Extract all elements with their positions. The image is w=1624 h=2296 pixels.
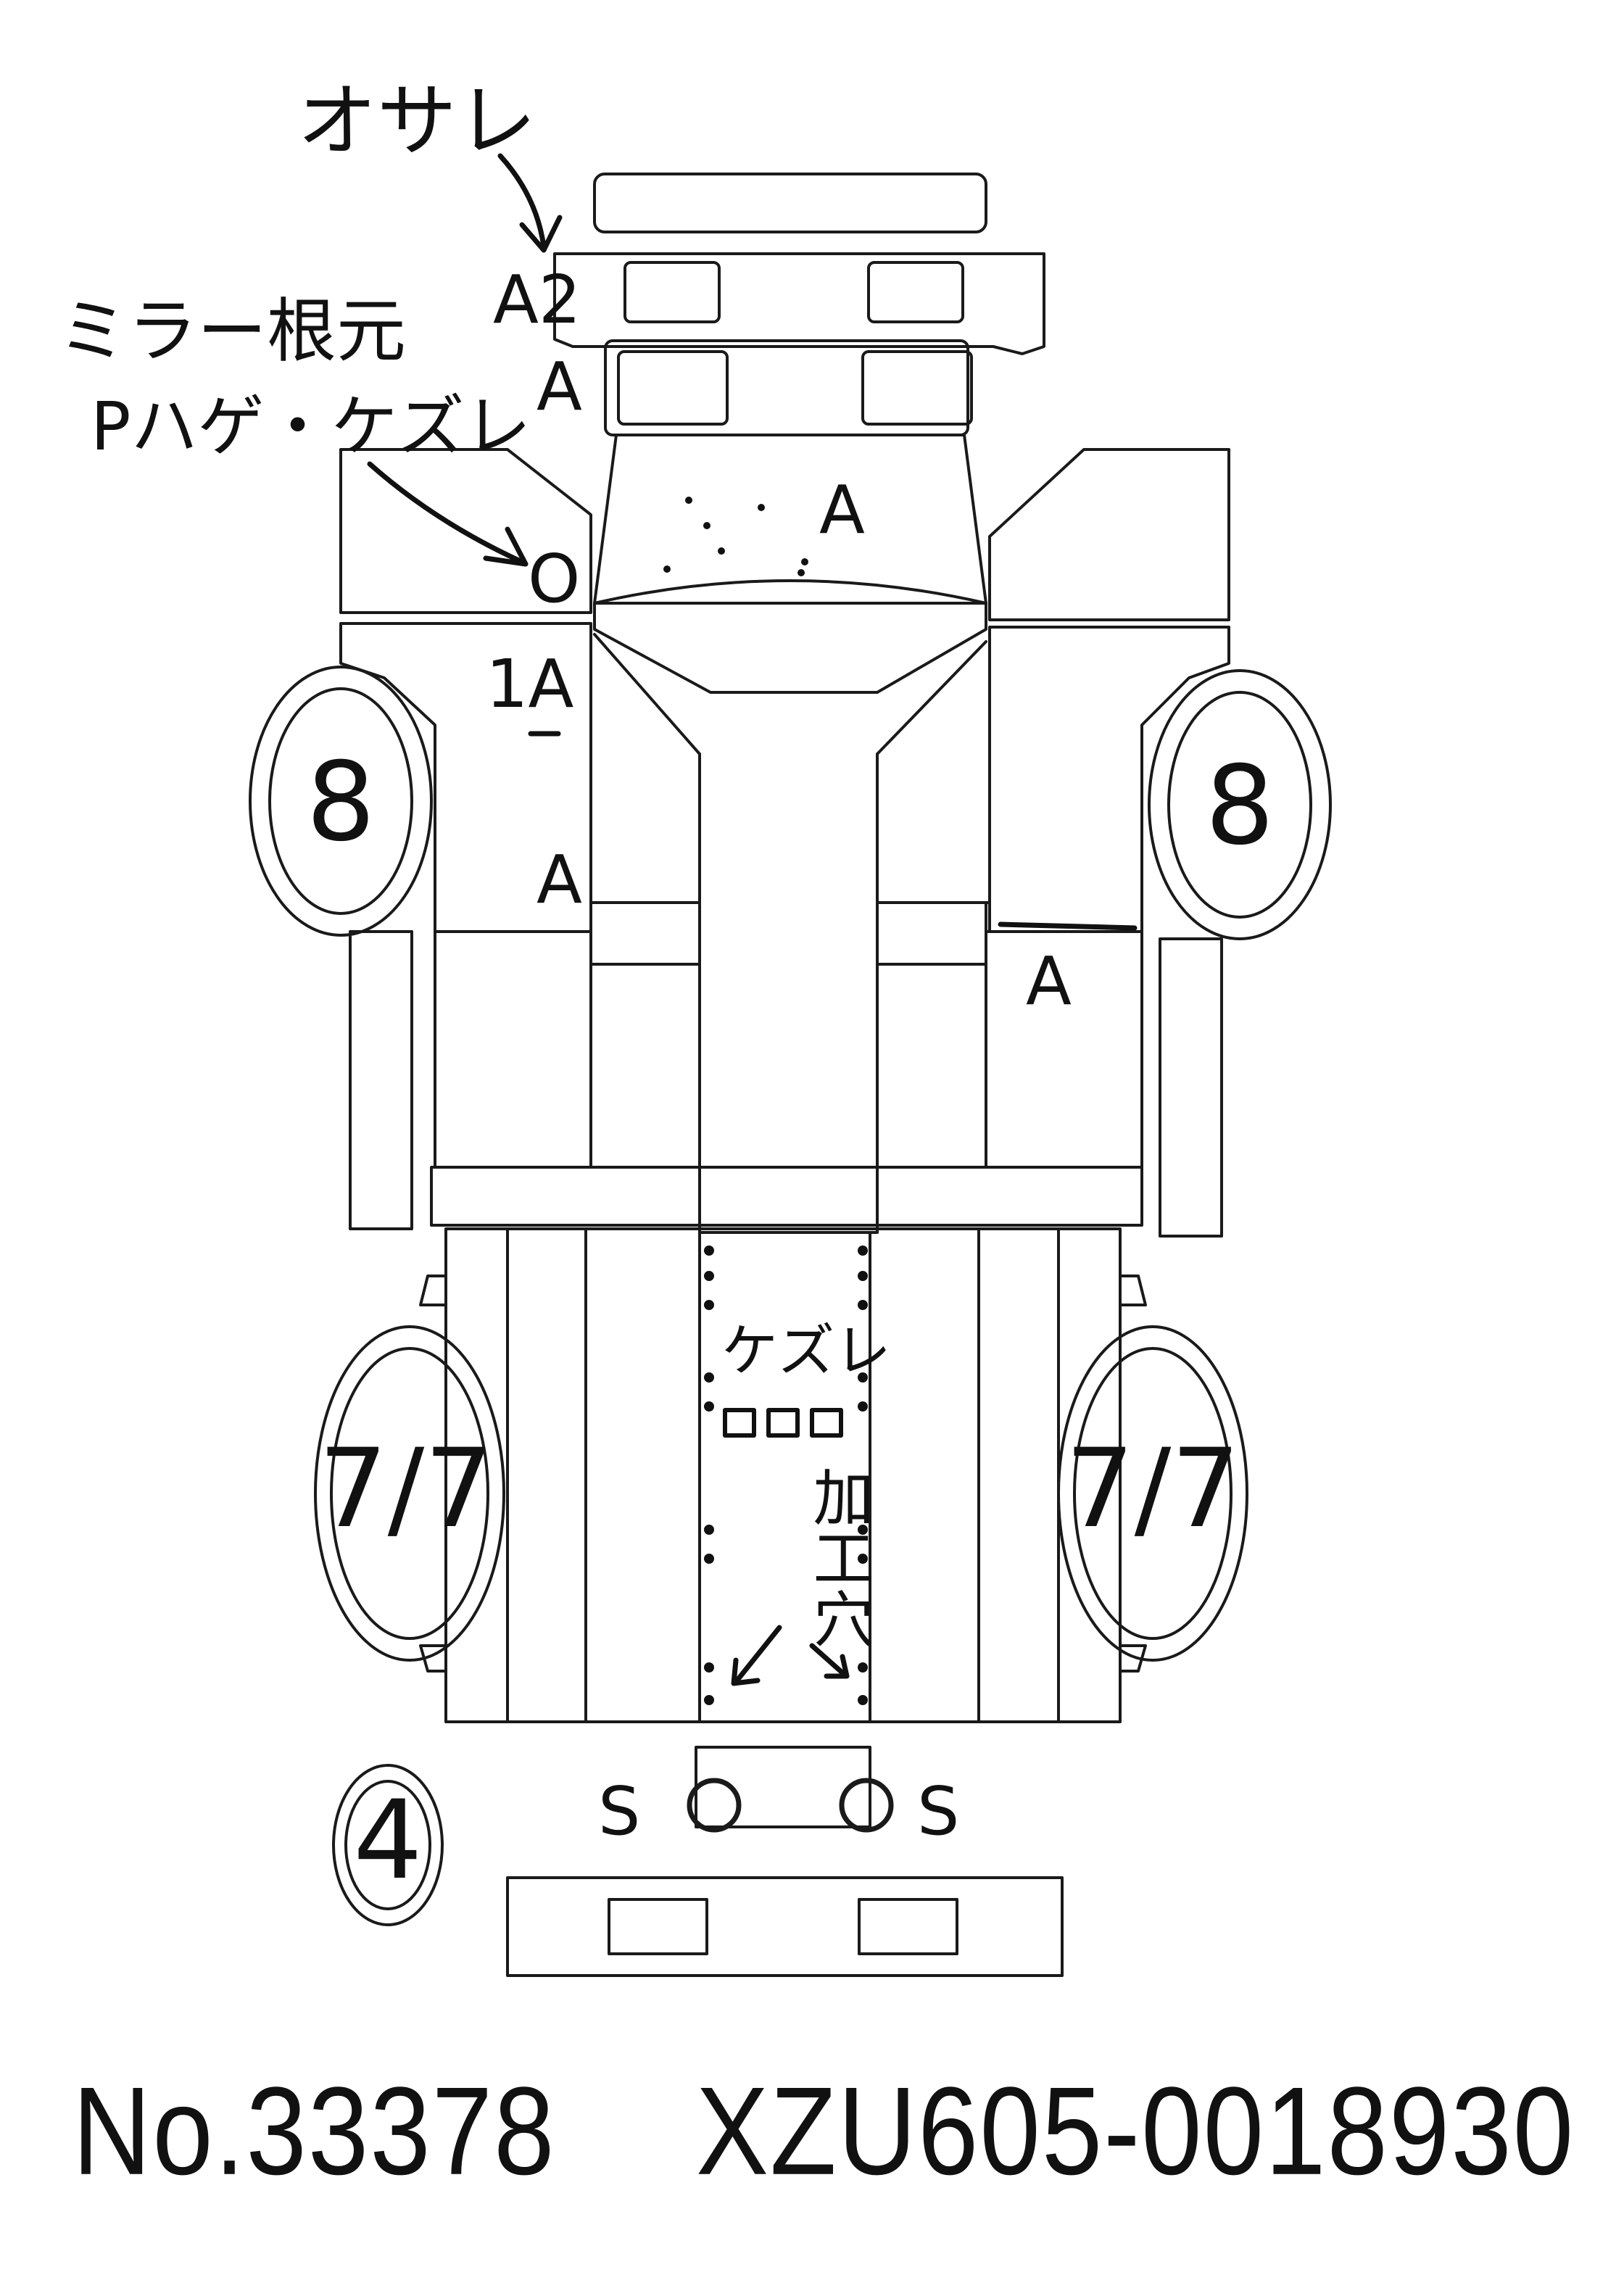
right-door-outline bbox=[988, 626, 1230, 933]
front-bumper-outline bbox=[593, 173, 987, 233]
grade-windshield: A bbox=[819, 471, 865, 549]
arrow-kako-ana-right bbox=[809, 1643, 850, 1679]
tires: 8 8 7/7 7/7 4 bbox=[249, 666, 1332, 1926]
left-step-strip bbox=[349, 930, 413, 1230]
tire-front-right: 8 bbox=[1148, 669, 1332, 940]
center-tunnel bbox=[698, 753, 879, 1234]
tire-front-left: 8 bbox=[249, 666, 433, 937]
right-step-strip bbox=[1159, 937, 1223, 1238]
tire-front-left-depth: 8 bbox=[306, 739, 375, 866]
right-mirror-panel bbox=[988, 448, 1230, 621]
rear-right-circle bbox=[839, 1778, 894, 1833]
overline-right-door bbox=[998, 921, 1138, 931]
tire-rear-right-depth: 7/7 bbox=[1065, 1426, 1240, 1552]
grade-left-door-upper: 1A bbox=[486, 645, 574, 723]
left-headlamp bbox=[617, 350, 729, 426]
bed-scratch-marks bbox=[723, 1408, 843, 1438]
bed-center-panel bbox=[698, 1231, 871, 1723]
right-rear-fender-flap bbox=[1119, 1644, 1147, 1673]
note-kako-ana: 加工穴 bbox=[692, 1466, 874, 1646]
windshield-lower-curve bbox=[593, 579, 987, 605]
grade-left-rear: S bbox=[598, 1773, 640, 1850]
left-door-inner bbox=[589, 633, 701, 904]
right-front-fender-flap bbox=[1119, 1275, 1147, 1306]
left-door-outline bbox=[339, 622, 592, 933]
right-sill bbox=[876, 901, 987, 966]
grade-right-rear: S bbox=[917, 1773, 959, 1850]
arrow-mirror-base bbox=[367, 461, 529, 567]
truck-outline bbox=[339, 173, 1230, 1977]
grade-marks: A2 A A O 1A A A S S bbox=[486, 261, 1138, 1850]
arrow-osare bbox=[497, 153, 563, 253]
tire-rear-left-depth: 7/7 bbox=[318, 1426, 493, 1552]
grille-left-lamp bbox=[624, 261, 721, 323]
bed-dot-markers bbox=[704, 1246, 868, 1705]
note-mirror-base-line2: Pハゲ・ケズレ bbox=[91, 388, 531, 465]
tire-front-right-depth: 8 bbox=[1205, 743, 1274, 869]
grade-left-mirror: O bbox=[528, 540, 580, 618]
left-mirror-panel bbox=[339, 448, 592, 614]
vehicle-number: No.33378 bbox=[72, 2060, 556, 2201]
left-front-fender-flap bbox=[419, 1275, 447, 1306]
left-sill bbox=[589, 901, 701, 966]
tire-spare: 4 bbox=[332, 1764, 444, 1926]
windshield-chip-dots bbox=[663, 497, 808, 576]
note-mirror-base-line1: ミラー根元 bbox=[58, 291, 406, 372]
grille-outline bbox=[553, 252, 1045, 355]
note-kako-ana-text: 加工穴 bbox=[692, 1466, 874, 1646]
grille-right-lamp bbox=[867, 261, 964, 323]
headlamp-bar-outline bbox=[604, 339, 969, 436]
windshield-outline bbox=[593, 434, 987, 605]
tire-rear-right: 7/7 bbox=[1057, 1325, 1248, 1662]
grade-grille: A bbox=[536, 348, 582, 426]
rear-right-lamp bbox=[858, 1898, 958, 1955]
right-headlamp bbox=[861, 350, 973, 426]
tire-spare-depth: 4 bbox=[353, 1778, 422, 1904]
left-rear-fender-flap bbox=[419, 1644, 447, 1673]
cab-roof-outline bbox=[593, 602, 987, 694]
chassis-number: XZU605-0018930 bbox=[696, 2060, 1575, 2201]
rear-left-lamp bbox=[608, 1898, 708, 1955]
grade-front-bumper: A2 bbox=[493, 261, 581, 339]
rear-left-circle bbox=[687, 1778, 742, 1833]
cross-member bbox=[430, 1166, 1143, 1227]
tire-rear-left: 7/7 bbox=[314, 1325, 505, 1662]
cab-rear-left bbox=[434, 930, 592, 1169]
grade-right-door: A bbox=[1026, 942, 1072, 1020]
rear-bumper-outline bbox=[506, 1876, 1064, 1977]
grade-left-door-lower: A bbox=[536, 841, 582, 919]
right-door-inner bbox=[876, 640, 991, 904]
note-kezure: ケズレ bbox=[721, 1319, 891, 1384]
arrow-kako-ana-left bbox=[731, 1625, 782, 1686]
note-osare: オサレ bbox=[297, 75, 536, 167]
